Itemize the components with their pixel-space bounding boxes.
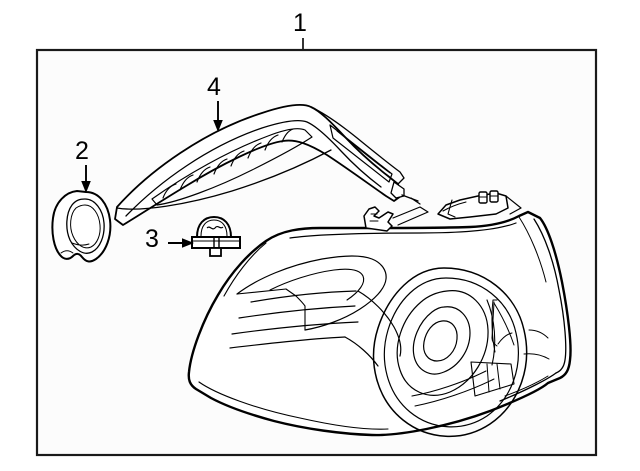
lamp-seal-gasket bbox=[51, 190, 112, 263]
lamp-mounting-tabs bbox=[363, 190, 522, 232]
callout-3-leader bbox=[168, 238, 194, 248]
callout-2-leader bbox=[81, 165, 91, 193]
tail-lamp-body bbox=[187, 210, 572, 437]
bulb-socket bbox=[191, 215, 241, 257]
upper-trim-molding bbox=[114, 104, 421, 226]
callout-label-1: 1 bbox=[293, 9, 307, 37]
callout-label-4: 4 bbox=[207, 73, 221, 101]
callout-label-2: 2 bbox=[75, 137, 89, 165]
callout-label-3: 3 bbox=[145, 225, 159, 253]
callout-4-leader bbox=[213, 101, 223, 132]
